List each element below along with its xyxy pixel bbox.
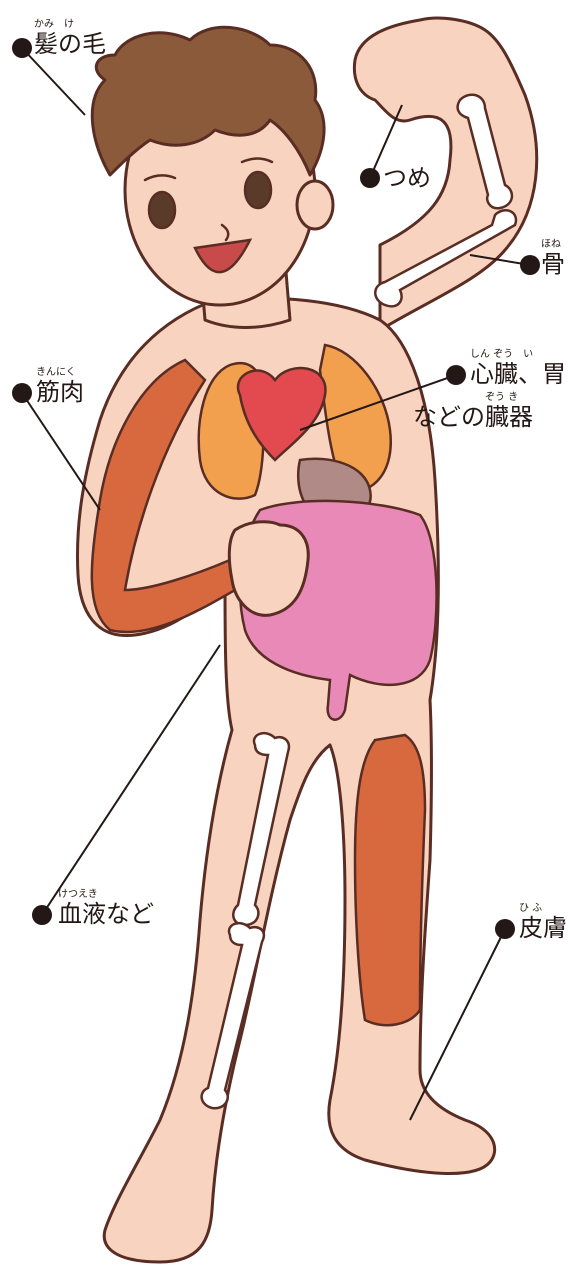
label-hair: かみ け 髪の毛 xyxy=(34,20,106,56)
label-hair-text: 髪の毛 xyxy=(34,32,106,56)
label-muscle-text: 筋肉 xyxy=(36,380,84,404)
label-blood: けつえき 血液など xyxy=(58,890,154,926)
label-organs-line1: しん ぞう い 心臓、胃 xyxy=(470,350,566,386)
label-blood-text: 血液など xyxy=(58,902,154,926)
label-organs-line1-text: 心臓、胃 xyxy=(470,362,566,386)
label-muscle: きんにく 筋肉 xyxy=(36,368,84,404)
label-bone-text: 骨 xyxy=(541,252,565,276)
label-bone: ほね 骨 xyxy=(541,240,565,276)
label-skin-text: 皮膚 xyxy=(519,916,567,940)
label-skin: ひ ふ 皮膚 xyxy=(519,904,567,940)
label-nail: つめ xyxy=(383,166,431,190)
leg-muscle xyxy=(355,735,425,1025)
label-nail-text: つめ xyxy=(383,166,431,190)
ear xyxy=(297,181,333,229)
label-organs-line2: ぞう き などの臓器 xyxy=(413,393,533,429)
label-organs-line2-text: などの臓器 xyxy=(413,405,533,429)
